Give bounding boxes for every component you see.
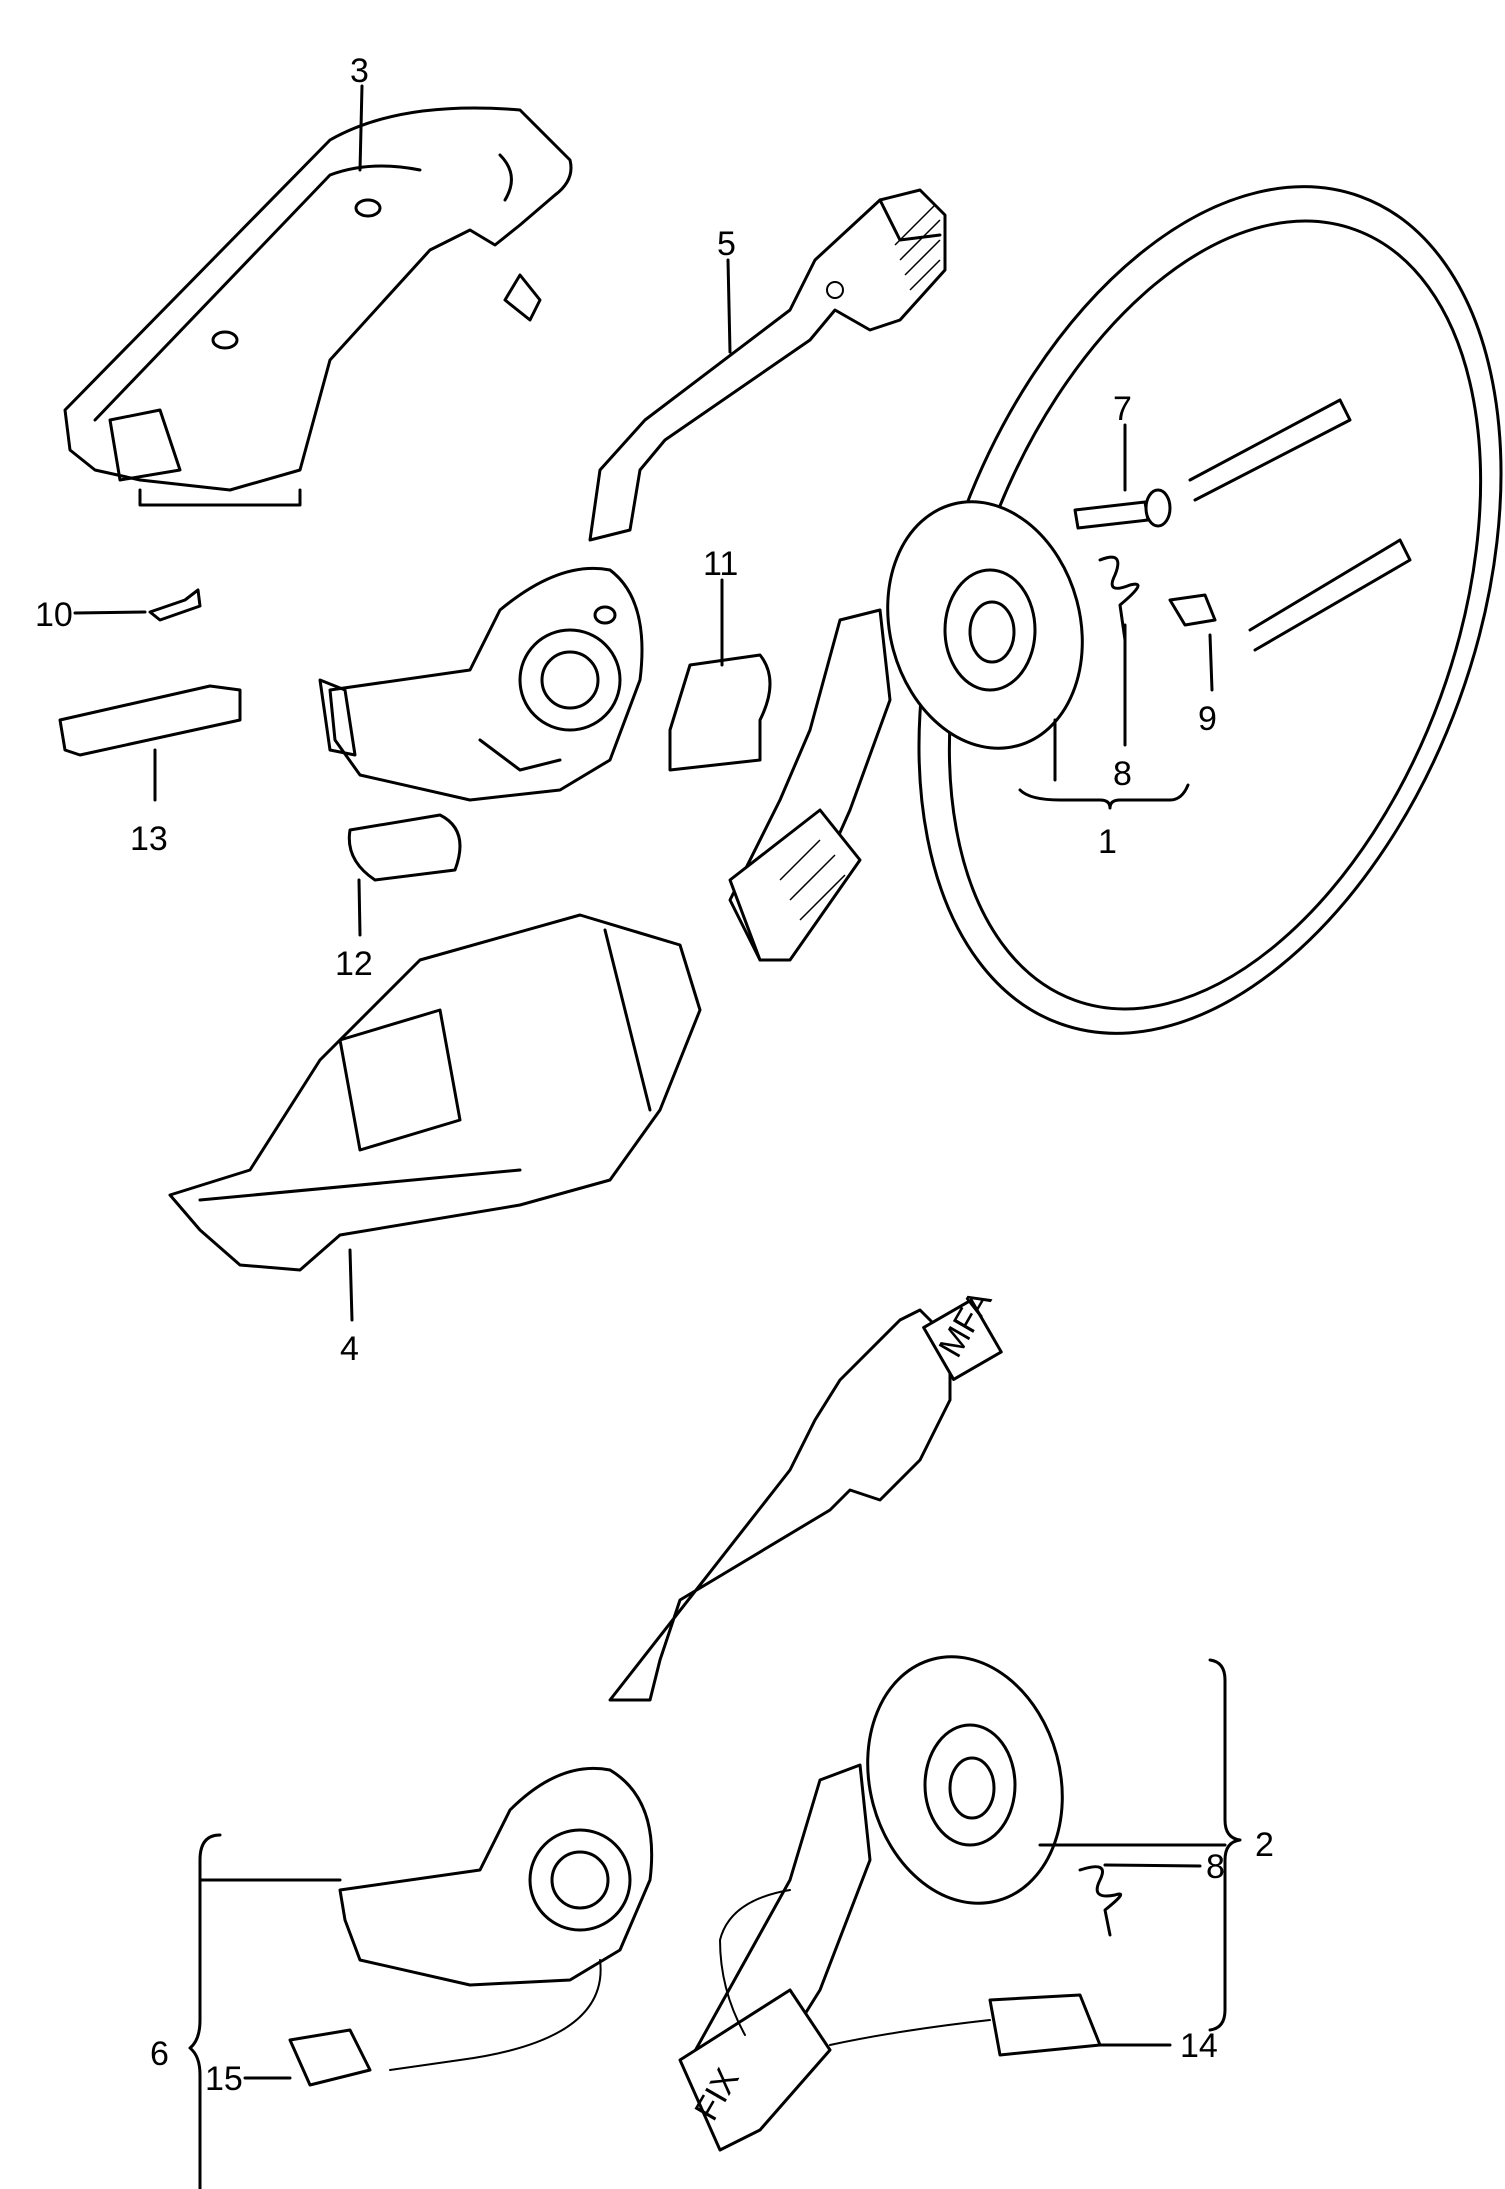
label-14: 14 <box>1180 2027 1218 2065</box>
screw <box>1073 488 1172 530</box>
label-11: 11 <box>703 545 738 583</box>
label-6: 6 <box>150 2035 169 2073</box>
label-9: 9 <box>1198 700 1217 738</box>
indicator-lever-upper <box>728 500 1084 962</box>
cap-11 <box>668 653 772 772</box>
leader-lines <box>73 84 1242 2189</box>
label-13: 13 <box>130 820 168 858</box>
label-4: 4 <box>340 1330 359 1368</box>
label-8-lower: 8 <box>1206 1848 1225 1886</box>
label-15: 15 <box>205 2060 243 2098</box>
label-10: 10 <box>35 596 73 634</box>
label-1: 1 <box>1098 823 1117 861</box>
lower-column-trim <box>168 913 702 1272</box>
callout-labels: 3 5 7 10 11 9 8 13 1 12 4 8 2 6 14 15 <box>35 52 1274 2098</box>
block-13 <box>58 684 242 757</box>
label-12: 12 <box>335 945 373 983</box>
cap-12 <box>347 813 462 882</box>
label-7: 7 <box>1113 390 1132 428</box>
switch-housing-upper <box>318 566 644 802</box>
label-3: 3 <box>350 52 369 90</box>
label-2: 2 <box>1255 1826 1274 1864</box>
label-5: 5 <box>717 225 736 263</box>
label-8-upper: 8 <box>1113 755 1132 793</box>
wiper-lever <box>588 188 947 542</box>
upper-column-trim <box>63 106 573 507</box>
small-clip <box>148 588 202 622</box>
wiper-switch-assembly: MFA <box>288 1284 1003 2087</box>
spring-upper <box>1098 555 1140 642</box>
indicator-assembly: FIX <box>678 1655 1123 2152</box>
clip <box>1168 593 1217 627</box>
